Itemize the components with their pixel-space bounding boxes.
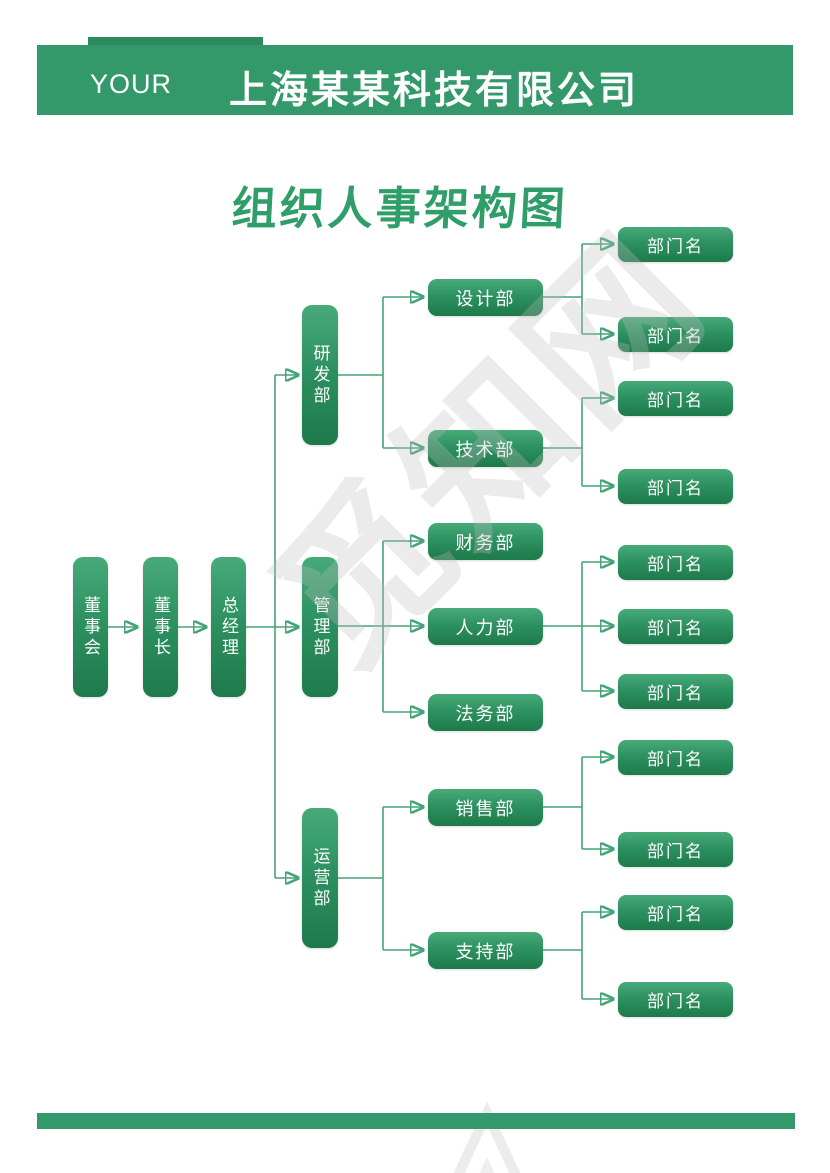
org-node-operations-dept: 运营部 [302, 808, 338, 948]
org-node-board: 董事会 [73, 557, 108, 697]
company-name: 上海某某科技有限公司 [229, 68, 640, 112]
org-node-sub-dept: 部门名 [618, 381, 733, 416]
brand-text: YOUR [90, 69, 173, 99]
org-node-hr-dept: 人力部 [428, 608, 543, 645]
org-node-sub-dept: 部门名 [618, 609, 733, 644]
org-node-general-manager: 总经理 [211, 557, 246, 697]
org-node-sub-dept: 部门名 [618, 674, 733, 709]
org-node-tech-dept: 技术部 [428, 430, 543, 467]
org-node-support-dept: 支持部 [428, 932, 543, 969]
footer-bar [37, 1113, 795, 1129]
org-node-design-dept: 设计部 [428, 279, 543, 316]
header-bar: YOUR 上海某某科技有限公司 [37, 45, 793, 115]
org-node-sub-dept: 部门名 [618, 982, 733, 1017]
org-node-finance-dept: 财务部 [428, 523, 543, 560]
org-node-sub-dept: 部门名 [618, 317, 733, 352]
org-node-sub-dept: 部门名 [618, 545, 733, 580]
org-node-legal-dept: 法务部 [428, 694, 543, 731]
org-node-sub-dept: 部门名 [618, 832, 733, 867]
org-node-sub-dept: 部门名 [618, 895, 733, 930]
org-node-sales-dept: 销售部 [428, 789, 543, 826]
header-accent-tab [88, 37, 263, 46]
org-node-management-dept: 管理部 [302, 557, 338, 697]
org-node-rnd-dept: 研发部 [302, 305, 338, 445]
org-node-chairman: 董事长 [143, 557, 178, 697]
org-node-sub-dept: 部门名 [618, 740, 733, 775]
org-node-sub-dept: 部门名 [618, 469, 733, 504]
org-node-sub-dept: 部门名 [618, 227, 733, 262]
